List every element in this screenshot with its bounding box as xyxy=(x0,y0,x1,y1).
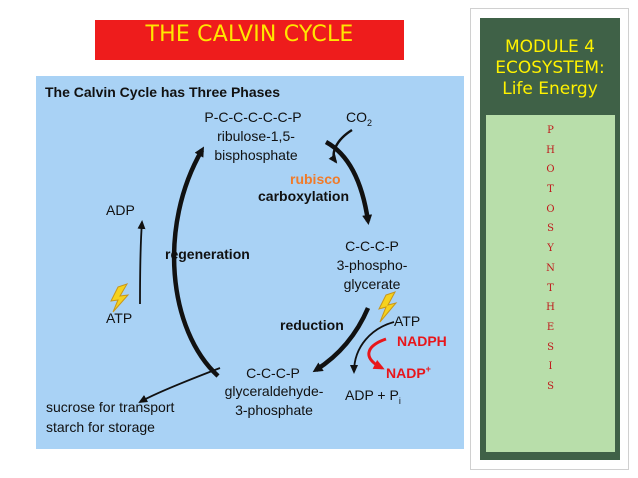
regeneration-label: regeneration xyxy=(165,246,250,262)
pga-name-line2: glycerate xyxy=(344,276,401,292)
rubp-formula: P-C-C-C-C-C-P xyxy=(204,109,301,125)
calvin-cycle-diagram: The Calvin Cycle has Three Phases P-C-C-… xyxy=(36,76,464,449)
vertical-letter: N xyxy=(546,262,555,274)
carboxylation-arrow xyxy=(324,140,373,225)
diagram-heading: The Calvin Cycle has Three Phases xyxy=(45,84,280,100)
g3p-name-line2: 3-phosphate xyxy=(235,402,313,418)
pga-formula: C-C-C-P xyxy=(345,238,399,254)
vertical-letter: T xyxy=(547,282,554,294)
rubp-name-line1: ribulose-1,5- xyxy=(217,128,295,144)
carboxylation-label: carboxylation xyxy=(258,188,349,204)
g3p-formula: C-C-C-P xyxy=(246,365,300,381)
rubisco-label: rubisco xyxy=(290,171,341,187)
slide-title: THE CALVIN CYCLE xyxy=(95,20,404,60)
adp-pi-label: ADP + Pi xyxy=(345,387,401,406)
regeneration-arrow xyxy=(171,146,220,378)
reduction-label: reduction xyxy=(280,317,344,333)
vertical-letter: S xyxy=(547,223,554,235)
co2-label: CO2 xyxy=(346,109,372,128)
g3p-name-line1: glyceraldehyde- xyxy=(225,383,324,399)
calvin-cycle-svg: The Calvin Cycle has Three Phases P-C-C-… xyxy=(45,84,447,435)
atp-to-adp-left-arrow xyxy=(137,220,146,305)
module-line2: ECOSYSTEM: xyxy=(495,58,605,78)
vertical-letter: S xyxy=(547,380,554,392)
module-line1: MODULE 4 xyxy=(504,37,595,57)
nadp-label: NADP+ xyxy=(386,364,431,381)
nadph-to-nadp-arrow xyxy=(367,337,387,370)
reduction-arrow xyxy=(312,307,371,373)
vertical-letter: H xyxy=(546,302,555,314)
atp-left-label: ATP xyxy=(106,310,132,326)
vertical-letter: O xyxy=(546,203,555,215)
lightning-right-icon xyxy=(378,291,398,323)
nadph-label: NADPH xyxy=(397,333,447,349)
atp-to-adp-arrow xyxy=(350,321,395,374)
rubp-name-line2: bisphosphate xyxy=(214,147,298,163)
adp-left-label: ADP xyxy=(106,202,135,218)
vertical-letter: O xyxy=(546,164,555,176)
output-line1: sucrose for transport xyxy=(46,399,174,415)
vertical-letter: P xyxy=(547,125,554,136)
output-line2: starch for storage xyxy=(46,419,155,435)
atp-right-label: ATP xyxy=(394,313,420,329)
vertical-letter: H xyxy=(546,144,555,156)
vertical-letter: T xyxy=(547,184,554,196)
lightning-left-icon xyxy=(110,283,130,313)
vertical-letter: S xyxy=(547,341,554,353)
vertical-letter: Y xyxy=(547,243,554,255)
module-line3: Life Energy xyxy=(502,79,598,99)
module-title: MODULE 4 ECOSYSTEM: Life Energy xyxy=(480,37,620,100)
vertical-letter: E xyxy=(546,321,555,333)
g3p-output-arrow xyxy=(138,367,221,403)
vertical-letter: I xyxy=(548,361,553,373)
pga-name-line1: 3-phospho- xyxy=(337,257,408,273)
